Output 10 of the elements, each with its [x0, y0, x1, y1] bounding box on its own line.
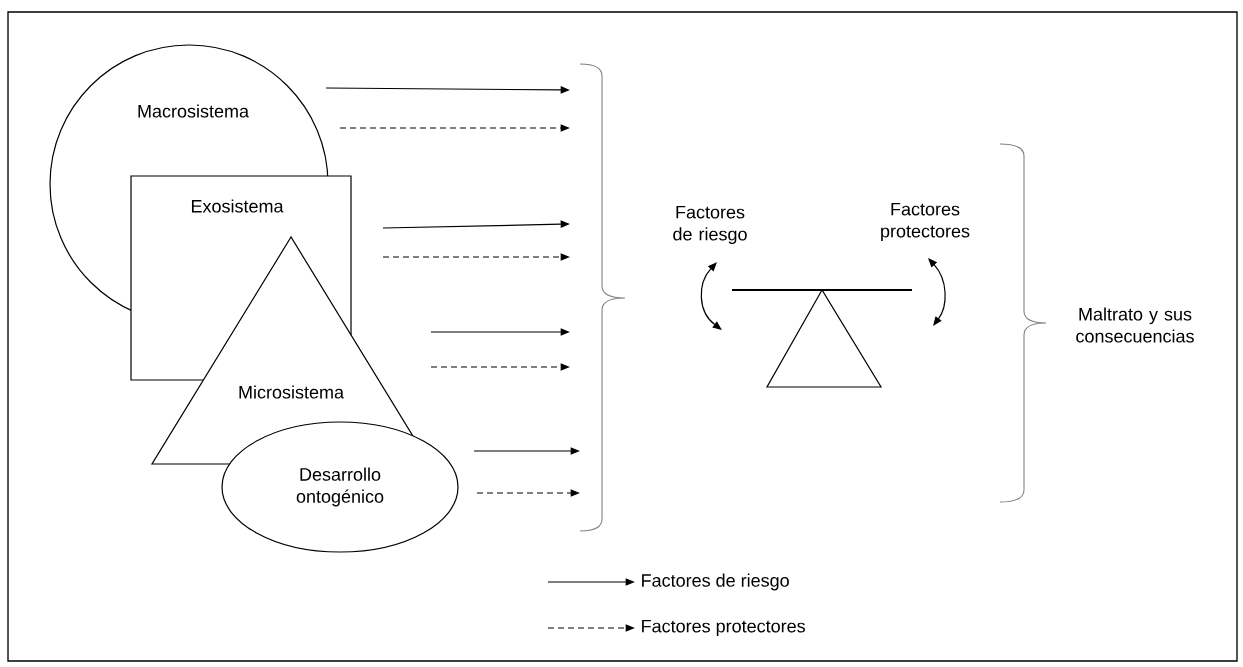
brace	[579, 63, 626, 532]
node-label: Macrosistema	[138, 104, 249, 118]
node-label: Microsistema	[239, 385, 344, 399]
label: Maltrato y sus consecuencias	[1076, 307, 1194, 343]
node-label: Desarrollo ontogénico	[296, 467, 384, 507]
label: Factores de riesgo	[673, 205, 747, 245]
label: Factores protectores	[881, 202, 970, 242]
legend-text: Factores protectores	[642, 619, 805, 637]
legend-text: Factores de riesgo	[642, 573, 789, 591]
node-label: Exosistema	[192, 199, 284, 213]
